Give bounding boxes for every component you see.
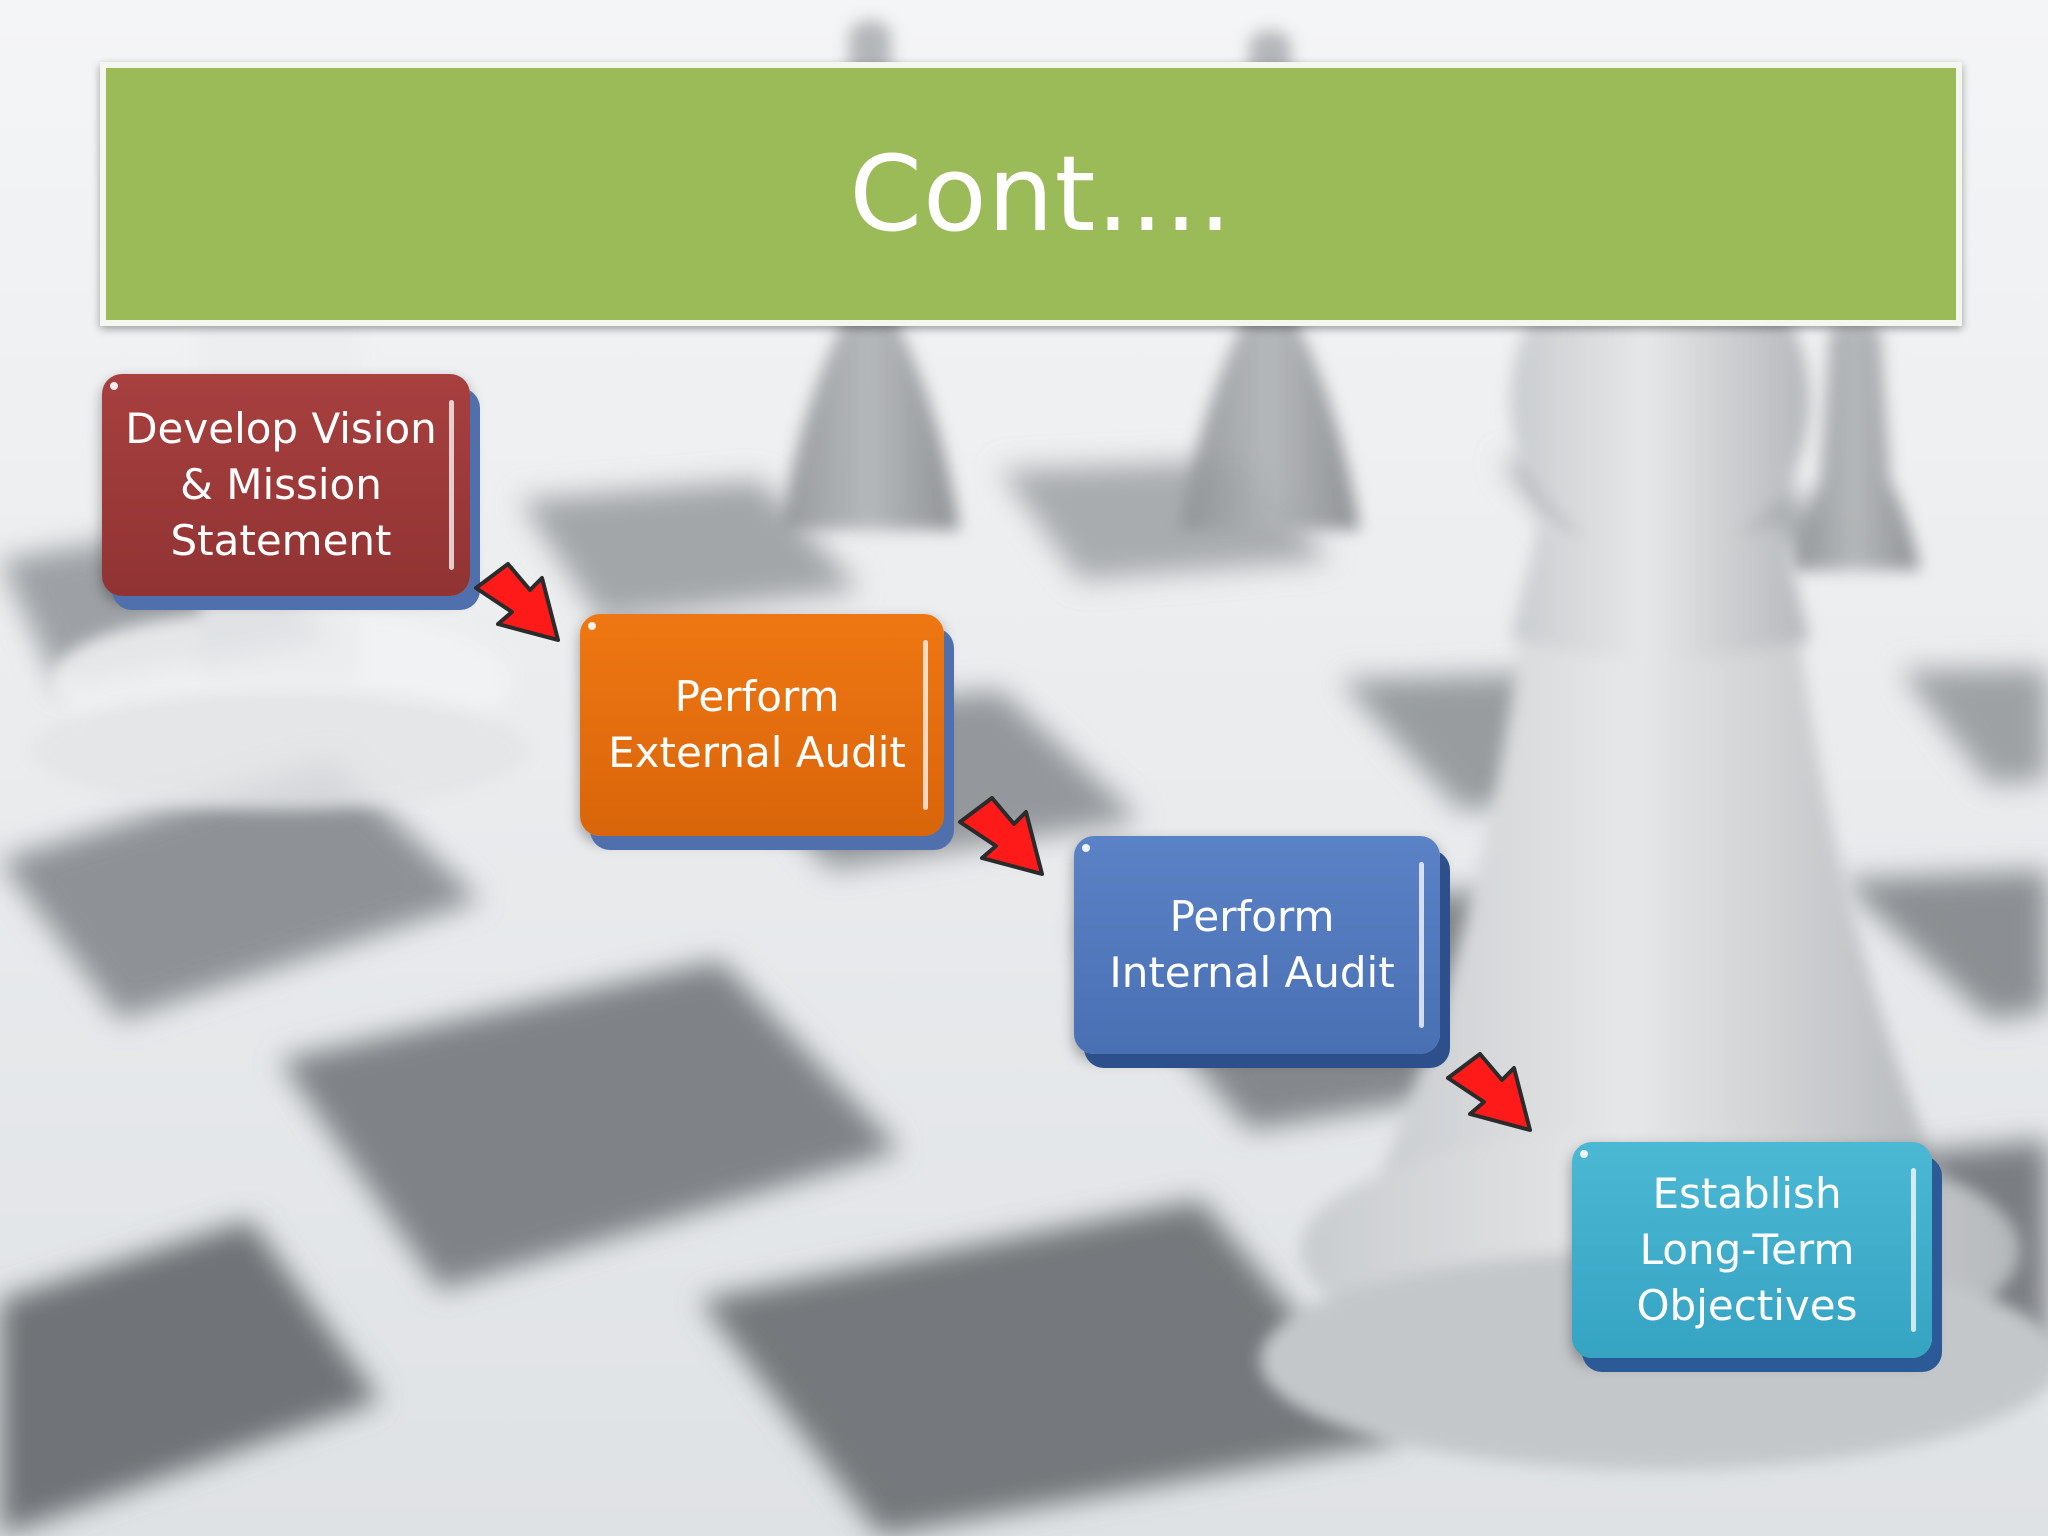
step-perform-internal-audit: Perform Internal Audit xyxy=(1074,836,1440,1054)
step-label: Perform External Audit xyxy=(608,672,906,777)
title-banner: Cont.... xyxy=(100,62,1962,326)
red-curved-arrow-icon xyxy=(958,796,1044,876)
slide-title: Cont.... xyxy=(849,133,1233,255)
red-curved-arrow-icon xyxy=(474,562,560,642)
step-label: Perform Internal Audit xyxy=(1109,892,1395,997)
step-label: Develop Vision & Mission Statement xyxy=(125,404,437,565)
step-perform-external-audit: Perform External Audit xyxy=(580,614,944,836)
step-develop-vision-mission: Develop Vision & Mission Statement xyxy=(102,374,470,596)
red-curved-arrow-icon xyxy=(1446,1052,1532,1132)
step-establish-long-term-objectives: Establish Long-Term Objectives xyxy=(1572,1142,1932,1358)
step-label: Establish Long-Term Objectives xyxy=(1636,1169,1858,1330)
